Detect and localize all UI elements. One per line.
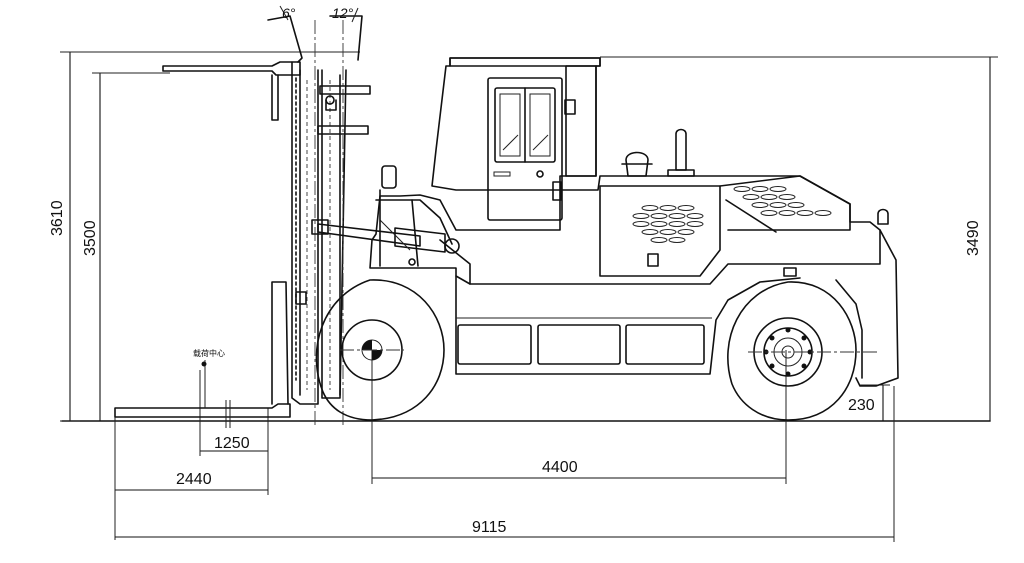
chassis xyxy=(369,128,899,387)
front-wheel xyxy=(315,279,445,421)
operator-cab xyxy=(375,57,601,285)
load-center-note: 载荷中心 xyxy=(193,348,225,358)
mast xyxy=(291,20,371,425)
dim-fork-length: 2440 xyxy=(176,471,212,488)
dim-wheelbase: 4400 xyxy=(542,459,578,476)
dim-overall-height: 3610 xyxy=(49,200,66,236)
tilt-forward-angle-label: 12° xyxy=(332,5,354,21)
dim-ground-clearance: 230 xyxy=(848,397,875,414)
dim-load-center: 1250 xyxy=(214,435,250,452)
rear-wheel xyxy=(727,281,880,421)
dimension-lines xyxy=(60,51,998,542)
tilt-cylinder xyxy=(317,219,460,254)
tilt-back-angle-label: 6° xyxy=(282,5,296,21)
dim-lift-height: 3500 xyxy=(82,220,99,256)
fork-assembly xyxy=(114,5,363,428)
dim-overall-length: 9115 xyxy=(472,519,507,536)
dim-cab-height: 3490 xyxy=(965,220,982,256)
vent-grille xyxy=(632,186,832,243)
